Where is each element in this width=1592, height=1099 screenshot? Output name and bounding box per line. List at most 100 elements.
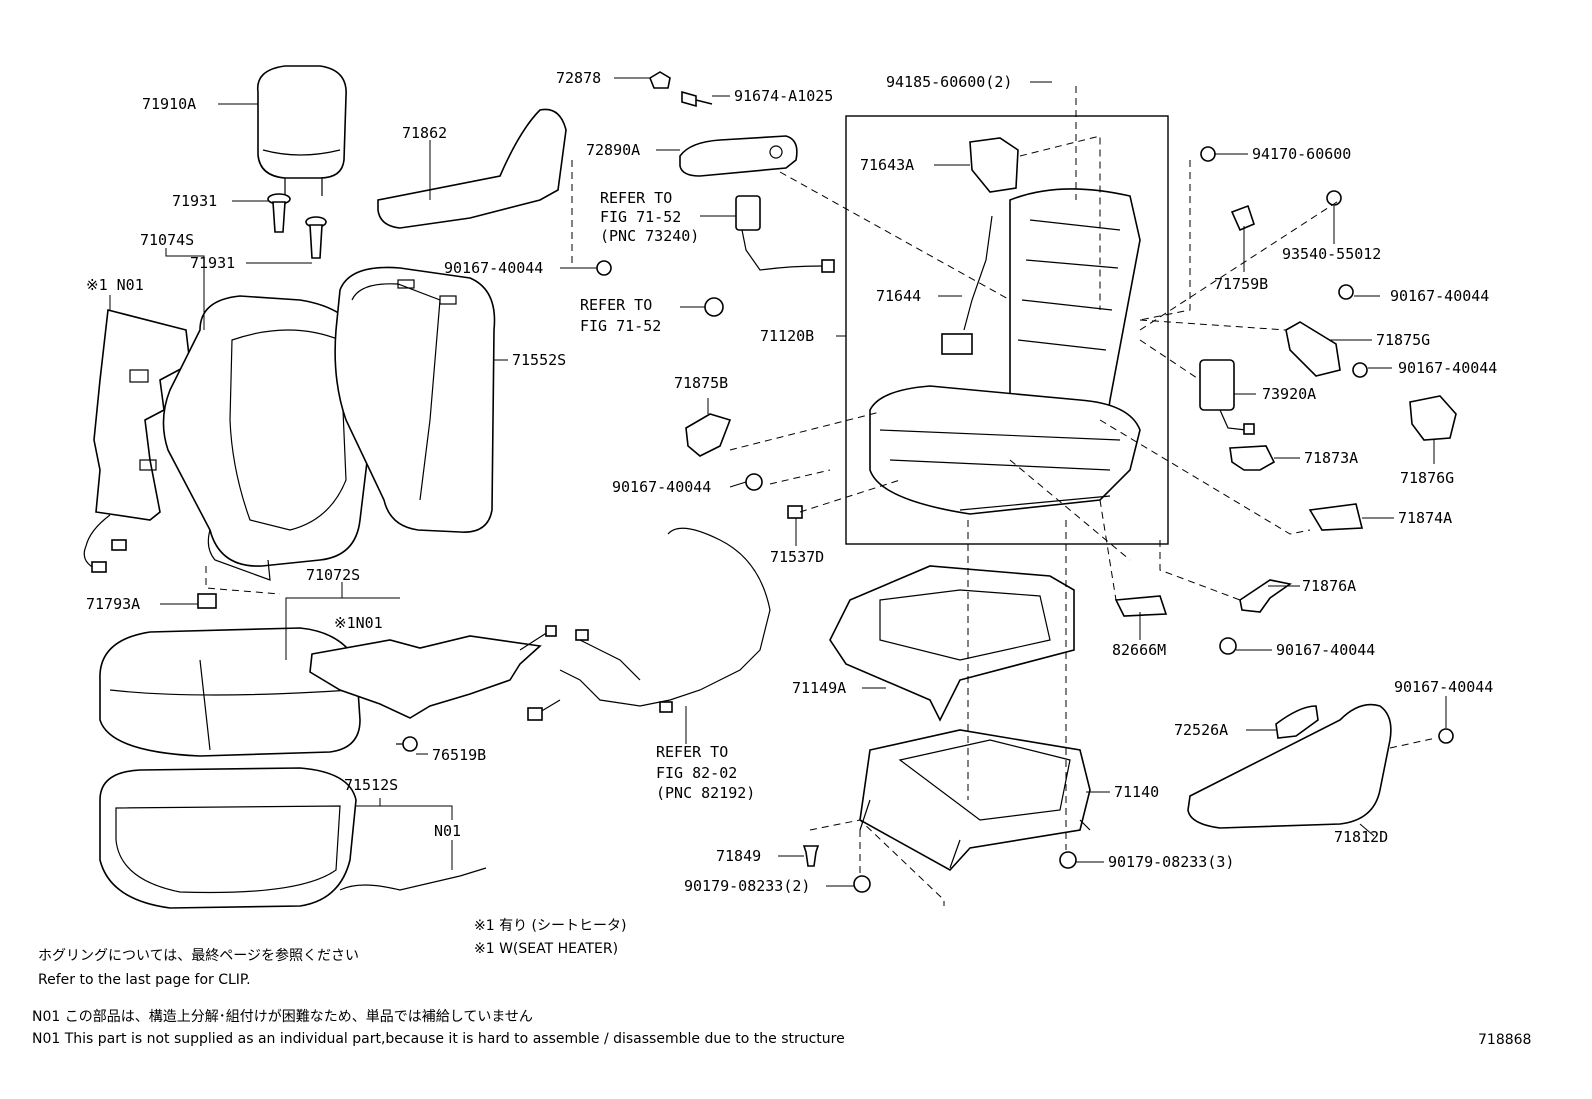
seat-cushion-pad [99,767,357,909]
cover-82666m [1114,595,1168,617]
callout: 71644 [876,287,921,305]
callout: 82666M [1112,641,1166,659]
callout: 71876G [1400,469,1454,487]
clip-note-en: Refer to the last page for CLIP. [38,972,251,988]
callout: 94185-60600(2) [886,73,1012,91]
callout: 71140 [1114,783,1159,801]
n01-note-en: N01 This part is not supplied as an indi… [32,1031,845,1047]
seat-heater-note-jp: ※1 有り (シートヒータ) [474,918,626,934]
callout: 90167-40044 [1394,678,1493,696]
callout: 94170-60600 [1252,145,1351,163]
callout: 71643A [860,156,914,174]
callout: 71849 [716,847,761,865]
seat-adjuster [859,729,1091,872]
callout: 91674-A1025 [734,87,833,105]
callout: REFER TO [600,189,672,207]
leader-lines [109,77,1447,887]
seat-frame-box [845,115,1169,545]
clip-71793a [197,593,217,609]
cushion-heater-wire [339,867,487,891]
callout: 93540-55012 [1282,245,1381,263]
callout: 71875G [1376,331,1430,349]
callout: 90167-40044 [1390,287,1489,305]
callout: 72878 [556,69,601,87]
cover-71874a [1308,503,1364,531]
seat-frame [869,188,1141,515]
callout: 90167-40044 [1398,359,1497,377]
callout: 71873A [1304,449,1358,467]
clip-note-jp: ホグリングについては、最終ページを参照ください [38,947,359,964]
seat-side-cover-inner [377,108,567,229]
nut-fig-71-52 [704,297,724,317]
lever-knob [1275,705,1319,739]
figure-number: 718868 [1478,1032,1531,1048]
callout: 71074S [140,231,194,249]
cover-71873a [1229,445,1276,471]
callout: 71537D [770,548,824,566]
callout: 76519B [432,746,486,764]
bolt-90167-b [1338,284,1354,300]
callout: 90179-08233(3) [1108,853,1234,871]
bolt-94170 [1200,146,1216,162]
clip-71537d [787,505,803,519]
nut-90179-a [1059,851,1077,869]
callout: 71072S [306,566,360,584]
callout: 71862 [402,124,447,142]
callout: 71793A [86,595,140,613]
seat-back-cover [162,295,377,581]
callout: 71512S [344,776,398,794]
callout: 72526A [1174,721,1228,739]
n01-note-jp: N01 この部品は、構造上分解･組付けが困難なため、単品では補給していません [32,1009,533,1025]
armrest [679,135,798,177]
callout: ※1 N01 [86,276,144,294]
callout: N01 [434,822,461,840]
nut-90179-b [853,875,871,893]
callout: 90179-08233(2) [684,877,810,895]
nut-90167 [596,260,612,276]
seat-cushion-heater-mat [309,625,557,719]
recliner-bracket [969,137,1019,193]
callout: FIG 82-02 [656,764,737,782]
bolt-90167-f [1438,728,1454,744]
seat-back-heater-mat [83,308,191,573]
bolt-91674 [681,90,713,108]
callout: 71552S [512,351,566,369]
seat-back-pad [334,266,496,533]
callout: 90167-40044 [444,259,543,277]
callout: 72890A [586,141,640,159]
cover-71875b [685,413,732,457]
notes: ※1 有り (シートヒータ) ※1 W(SEAT HEATER) ホグリングにつ… [32,918,1531,1048]
side-airbag-module [1199,359,1255,435]
callout: 71759B [1214,275,1268,293]
callout: 71120B [760,327,814,345]
callout: 71812D [1334,828,1388,846]
bolt-90167-c [1352,362,1368,378]
seat-side-cover-outer [1187,703,1392,829]
headrest-guide [267,193,327,259]
bolt-71849 [802,845,820,867]
headrest [256,65,347,196]
seat-back-harness [941,215,993,355]
bolt-90167-e [1219,637,1237,655]
seat-heater-note-en: ※1 W(SEAT HEATER) [474,941,618,957]
callout: 71149A [792,679,846,697]
bolt-93540 [1326,190,1342,206]
callout: FIG 71-52 [600,208,681,226]
cover-71876a [1239,579,1292,613]
callout: (PNC 82192) [656,784,755,802]
callout: FIG 71-52 [580,317,661,335]
cover-71875g [1285,321,1341,377]
callout: (PNC 73240) [600,227,699,245]
callout: REFER TO [656,743,728,761]
callout: 90167-40044 [612,478,711,496]
callout: 73920A [1262,385,1316,403]
cover-71876g [1409,395,1457,441]
callout: 71876A [1302,577,1356,595]
callout: 71931 [172,192,217,210]
callout-labels: 71910A 71931 71931 71074S ※1 N01 71862 7… [86,69,1497,895]
callout: 71910A [142,95,196,113]
callout: 71931 [190,254,235,272]
seat-cushion-cover [99,627,361,757]
